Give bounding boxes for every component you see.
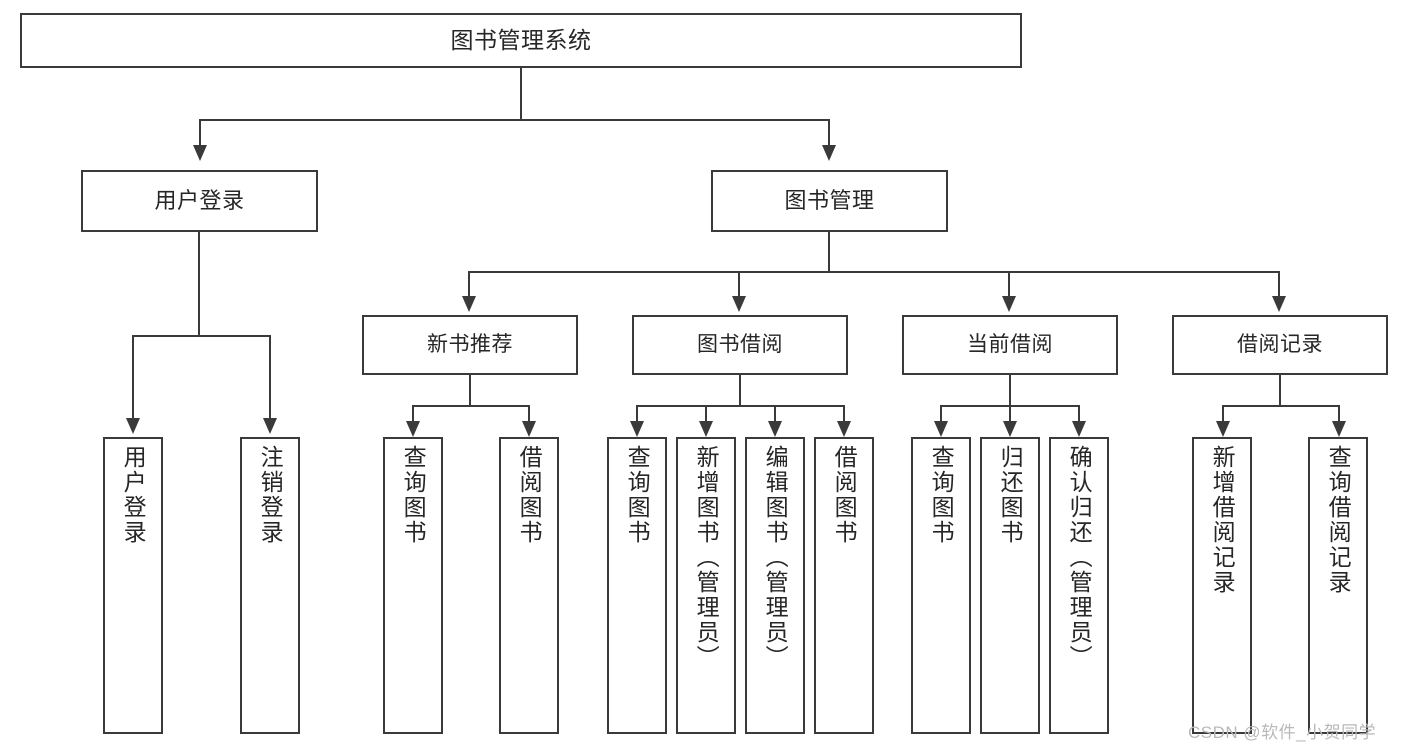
node-label: 查询图书 <box>624 445 651 545</box>
arrowhead-newbook-leaf2 <box>522 421 536 437</box>
arrowhead-login-leaf1 <box>126 418 140 434</box>
leaf-logout[interactable]: 注销登录 <box>240 437 300 734</box>
node-label: 新增图书（管理员） <box>693 445 720 670</box>
node-book-management[interactable]: 图书管理 <box>711 170 948 232</box>
node-new-book-recommend[interactable]: 新书推荐 <box>362 315 578 375</box>
node-root-system[interactable]: 图书管理系统 <box>20 13 1022 68</box>
connector-bookmgmt-to-l3-2 <box>738 271 740 298</box>
connector-borrowrecord-stem <box>1279 375 1281 407</box>
connector-newbook-to-leaf1 <box>412 405 414 423</box>
connector-root-to-bookmgmt <box>828 119 830 147</box>
node-label: 借阅图书 <box>516 445 543 545</box>
connector-bookmgmt-to-l3-3 <box>1008 271 1010 298</box>
csdn-watermark: CSDN @软件_小贺同学 <box>1188 718 1376 743</box>
node-label: 用户登录 <box>154 188 245 214</box>
connector-newbook-stem <box>469 375 471 407</box>
leaf-edit-book-admin[interactable]: 编辑图书（管理员） <box>745 437 805 734</box>
connector-borrowrecord-bar <box>1222 405 1339 407</box>
arrowhead-currentborrow-leaf2 <box>1003 421 1017 437</box>
leaf-borrow-book[interactable]: 借阅图书 <box>814 437 874 734</box>
connector-bookborrow-to-leaf4 <box>843 405 845 423</box>
connector-newbook-to-leaf2 <box>528 405 530 423</box>
node-book-borrow[interactable]: 图书借阅 <box>632 315 848 375</box>
arrowhead-borrowrecord-leaf2 <box>1332 421 1346 437</box>
connector-currentborrow-to-leaf3 <box>1078 405 1080 423</box>
connector-currentborrow-to-leaf1 <box>940 405 942 423</box>
leaf-confirm-return-admin[interactable]: 确认归还（管理员） <box>1049 437 1109 734</box>
connector-login-to-leaf2 <box>269 335 271 420</box>
node-label: 归还图书 <box>997 445 1024 545</box>
arrowhead-bookborrow-leaf1 <box>630 421 644 437</box>
connector-bookmgmt-to-l3-1 <box>468 271 470 298</box>
arrowhead-l3-borrow-record <box>1272 296 1286 312</box>
node-label: 新书推荐 <box>427 332 513 356</box>
connector-login-to-leaf1 <box>132 335 134 420</box>
watermark-text: CSDN @软件_小贺同学 <box>1188 723 1377 742</box>
node-label: 图书管理 <box>784 188 875 214</box>
node-borrow-record[interactable]: 借阅记录 <box>1172 315 1388 375</box>
node-label: 用户登录 <box>120 445 147 545</box>
connector-bookborrow-to-leaf3 <box>774 405 776 423</box>
arrowhead-bookborrow-leaf4 <box>837 421 851 437</box>
leaf-add-book-admin[interactable]: 新增图书（管理员） <box>676 437 736 734</box>
node-label: 当前借阅 <box>967 332 1053 356</box>
arrowhead-l3-current-borrow <box>1002 296 1016 312</box>
arrowhead-bookborrow-leaf2 <box>699 421 713 437</box>
node-label: 图书借阅 <box>697 332 783 356</box>
leaf-query-book-borrow[interactable]: 查询图书 <box>607 437 667 734</box>
connector-bookmgmt-to-l3-4 <box>1278 271 1280 298</box>
arrowhead-to-user-login <box>193 145 207 161</box>
arrowhead-newbook-leaf1 <box>406 421 420 437</box>
node-label: 新增借阅记录 <box>1209 445 1236 595</box>
connector-login-stem <box>198 232 200 337</box>
arrowhead-borrowrecord-leaf1 <box>1216 421 1230 437</box>
node-label: 注销登录 <box>257 445 284 545</box>
node-label: 借阅图书 <box>831 445 858 545</box>
leaf-borrow-book-recommend[interactable]: 借阅图书 <box>499 437 559 734</box>
arrowhead-bookborrow-leaf3 <box>768 421 782 437</box>
connector-bookborrow-bar <box>636 405 844 407</box>
node-current-borrow[interactable]: 当前借阅 <box>902 315 1118 375</box>
leaf-return-book[interactable]: 归还图书 <box>980 437 1040 734</box>
arrowhead-to-book-management <box>822 145 836 161</box>
node-label: 确认归还（管理员） <box>1066 445 1093 670</box>
leaf-query-book-current[interactable]: 查询图书 <box>911 437 971 734</box>
arrowhead-l3-new-book <box>462 296 476 312</box>
arrowhead-currentborrow-leaf1 <box>934 421 948 437</box>
leaf-query-book-recommend[interactable]: 查询图书 <box>383 437 443 734</box>
arrowhead-currentborrow-leaf3 <box>1072 421 1086 437</box>
connector-newbook-bar <box>412 405 529 407</box>
node-label: 查询图书 <box>928 445 955 545</box>
arrowhead-l3-book-borrow <box>732 296 746 312</box>
connector-root-bar <box>199 119 828 121</box>
leaf-query-borrow-record[interactable]: 查询借阅记录 <box>1308 437 1368 734</box>
connector-bookborrow-to-leaf2 <box>705 405 707 423</box>
connector-root-to-login <box>199 119 201 147</box>
node-label: 图书管理系统 <box>450 26 592 53</box>
node-user-login[interactable]: 用户登录 <box>81 170 318 232</box>
connector-login-bar <box>132 335 270 337</box>
connector-bookmgmt-stem <box>828 232 830 273</box>
connector-bookmgmt-bar <box>468 271 1280 273</box>
node-label: 查询图书 <box>400 445 427 545</box>
node-label: 借阅记录 <box>1237 332 1323 356</box>
node-label: 查询借阅记录 <box>1325 445 1352 595</box>
leaf-add-borrow-record[interactable]: 新增借阅记录 <box>1192 437 1252 734</box>
connector-borrowrecord-to-leaf1 <box>1222 405 1224 423</box>
connector-borrowrecord-to-leaf2 <box>1338 405 1340 423</box>
connector-bookborrow-stem <box>739 375 741 407</box>
connector-bookborrow-to-leaf1 <box>636 405 638 423</box>
node-label: 编辑图书（管理员） <box>762 445 789 670</box>
connector-currentborrow-to-leaf2 <box>1009 405 1011 423</box>
connector-root-stem <box>520 68 522 121</box>
arrowhead-login-leaf2 <box>263 418 277 434</box>
leaf-user-login[interactable]: 用户登录 <box>103 437 163 734</box>
connector-currentborrow-stem <box>1009 375 1011 407</box>
